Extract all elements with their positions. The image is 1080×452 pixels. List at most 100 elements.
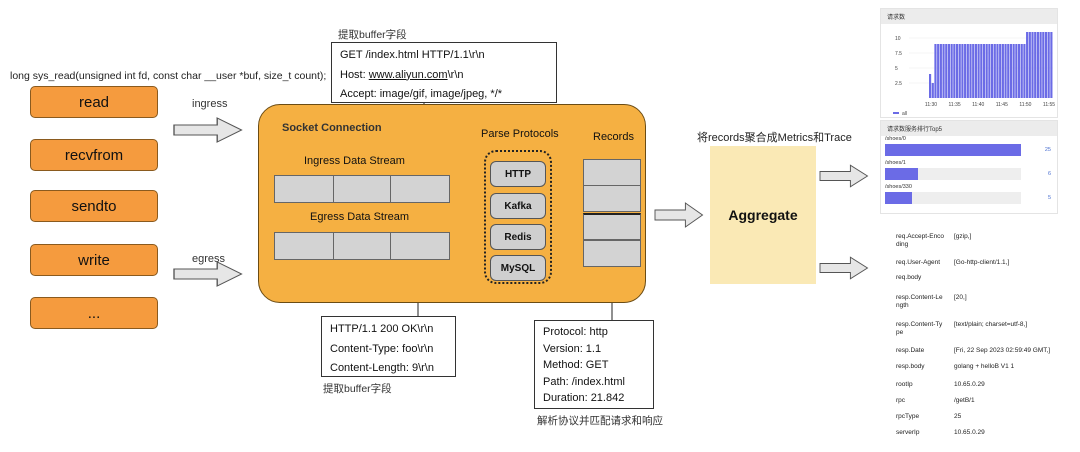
chart-bar	[950, 44, 953, 98]
record-slot	[583, 240, 641, 267]
ingress-label: ingress	[192, 98, 228, 110]
chart-bar	[1009, 44, 1013, 98]
record-slot	[583, 185, 641, 212]
chart-bar	[1047, 32, 1050, 98]
legend-swatch	[893, 112, 899, 114]
aggregate-to-trace-arrow	[819, 256, 868, 280]
top5-bar	[885, 192, 913, 204]
chart-bar	[972, 44, 975, 98]
chart-bar	[977, 44, 980, 98]
chart-bar	[1015, 44, 1018, 98]
chart-bar	[942, 44, 945, 98]
syscall-signature: long sys_read(unsigned int fd, const cha…	[10, 70, 327, 82]
egress-arrow	[173, 261, 243, 287]
response-note: HTTP/1.1 200 OK\r\n Content-Type: foo\r\…	[321, 316, 456, 377]
chart-bar	[966, 44, 969, 98]
chart-bar	[982, 44, 986, 98]
chart-bar	[1039, 32, 1042, 98]
chart-bar	[947, 44, 951, 98]
buffer-cell	[333, 175, 391, 203]
trace-attr-key: rootIp	[896, 381, 913, 388]
trace-attr-value: /getB/1	[954, 397, 975, 404]
trace-attr-value: [text/plain; charset=utf-8,]	[954, 321, 1028, 328]
records-to-aggregate-arrow	[654, 202, 703, 228]
chart-bar	[931, 83, 934, 98]
chart-bar	[1042, 32, 1045, 98]
response-line: HTTP/1.1 200 OK\r\n	[330, 323, 434, 335]
top5-label: /shoes/0	[885, 136, 906, 142]
records-title: Records	[593, 131, 634, 143]
syscall-box: read	[30, 86, 158, 118]
chart-bar	[937, 44, 940, 98]
x-tick-label: 11:45	[996, 102, 1008, 108]
host-link[interactable]: www.aliyun.com	[368, 68, 448, 81]
chart-bar	[999, 44, 1002, 98]
trace-attr-value: [gzip,]	[954, 233, 972, 240]
trace-attr-key: resp.Content-Le ngth	[896, 294, 943, 309]
trace-attr-value: 25	[954, 413, 962, 420]
aggregate-caption: 将records聚合成Metrics和Trace	[697, 132, 852, 144]
chart-bar	[1017, 44, 1021, 98]
trace-attr-row: req.body	[896, 271, 1076, 291]
chart-bar	[1036, 32, 1039, 98]
chart-bar	[969, 44, 972, 98]
parse-protocols-title: Parse Protocols	[481, 128, 559, 140]
chart-bar	[1001, 44, 1004, 98]
egress-buffer	[274, 232, 450, 260]
record-slot	[583, 213, 641, 240]
request-note-caption: 提取buffer字段	[338, 29, 407, 41]
response-note-caption: 提取buffer字段	[323, 383, 392, 395]
syscall-box: write	[30, 244, 158, 276]
trace-attr-key: req.User-Agent	[896, 259, 941, 266]
record-note: Protocol: http Version: 1.1 Method: GET …	[534, 320, 654, 409]
chart-bar	[1026, 32, 1029, 98]
socket-connection-block	[258, 104, 646, 303]
trace-attr-value: 10.65.0.29	[954, 429, 985, 436]
requests-chart-title: 请求数	[881, 9, 1057, 24]
response-line: Content-Type: foo\r\n	[330, 342, 434, 355]
trace-attr-row: req.User-Agent[Go-http-client/1.1,]	[896, 256, 1076, 271]
response-line: Content-Length: 9\r\n	[330, 362, 434, 374]
x-tick-label: 11:55	[1043, 102, 1055, 108]
chart-bar	[1007, 44, 1010, 98]
protocol-parser-group	[484, 150, 552, 284]
chart-bar	[1023, 44, 1026, 98]
protocol-kafka: Kafka	[490, 193, 546, 219]
trace-attr-row: resp.Content-Le ngth[20,]	[896, 291, 1076, 318]
chart-bar	[985, 44, 988, 98]
chart-bar	[1050, 32, 1053, 98]
trace-attr-row: resp.Content-Ty pe[text/plain; charset=u…	[896, 318, 1076, 344]
x-tick-label: 11:35	[949, 102, 961, 108]
y-tick-label: 7.5	[895, 51, 902, 57]
trace-attr-row: rpcType 25	[896, 410, 1076, 426]
chart-bar	[955, 44, 959, 98]
request-note: GET /index.html HTTP/1.1\r\n Host: www.a…	[331, 42, 557, 103]
trace-attr-value: [Fri, 22 Sep 2023 02:59:49 GMT,]	[954, 347, 1051, 354]
request-line: GET /index.html HTTP/1.1\r\n	[340, 49, 485, 61]
trace-attr-key: resp.Date	[896, 347, 925, 354]
y-tick-label: 5	[895, 66, 898, 72]
record-field: Duration: 21.842	[543, 392, 625, 404]
buffer-cell	[333, 232, 391, 260]
chart-bar	[1012, 44, 1015, 98]
x-tick-label: 11:50	[1019, 102, 1031, 108]
top5-title: 请求数服务排行Top5	[881, 121, 1057, 136]
chart-bar	[1020, 44, 1023, 98]
egress-stream-label: Egress Data Stream	[310, 211, 410, 223]
chart-bar	[964, 44, 967, 98]
trace-attr-value: golang + helloB V1 1	[954, 363, 1015, 370]
trace-attributes-table: req.Accept-Enco ding[gzip,]req.User-Agen…	[896, 230, 1076, 442]
record-slot	[583, 159, 641, 186]
trace-attr-row: req.Accept-Enco ding[gzip,]	[896, 230, 1076, 256]
host-line: Host: www.aliyun.com\r\n	[340, 68, 464, 81]
trace-attr-key: rpcType	[896, 413, 920, 420]
chart-bar	[958, 44, 961, 98]
top5-bar	[885, 168, 918, 180]
